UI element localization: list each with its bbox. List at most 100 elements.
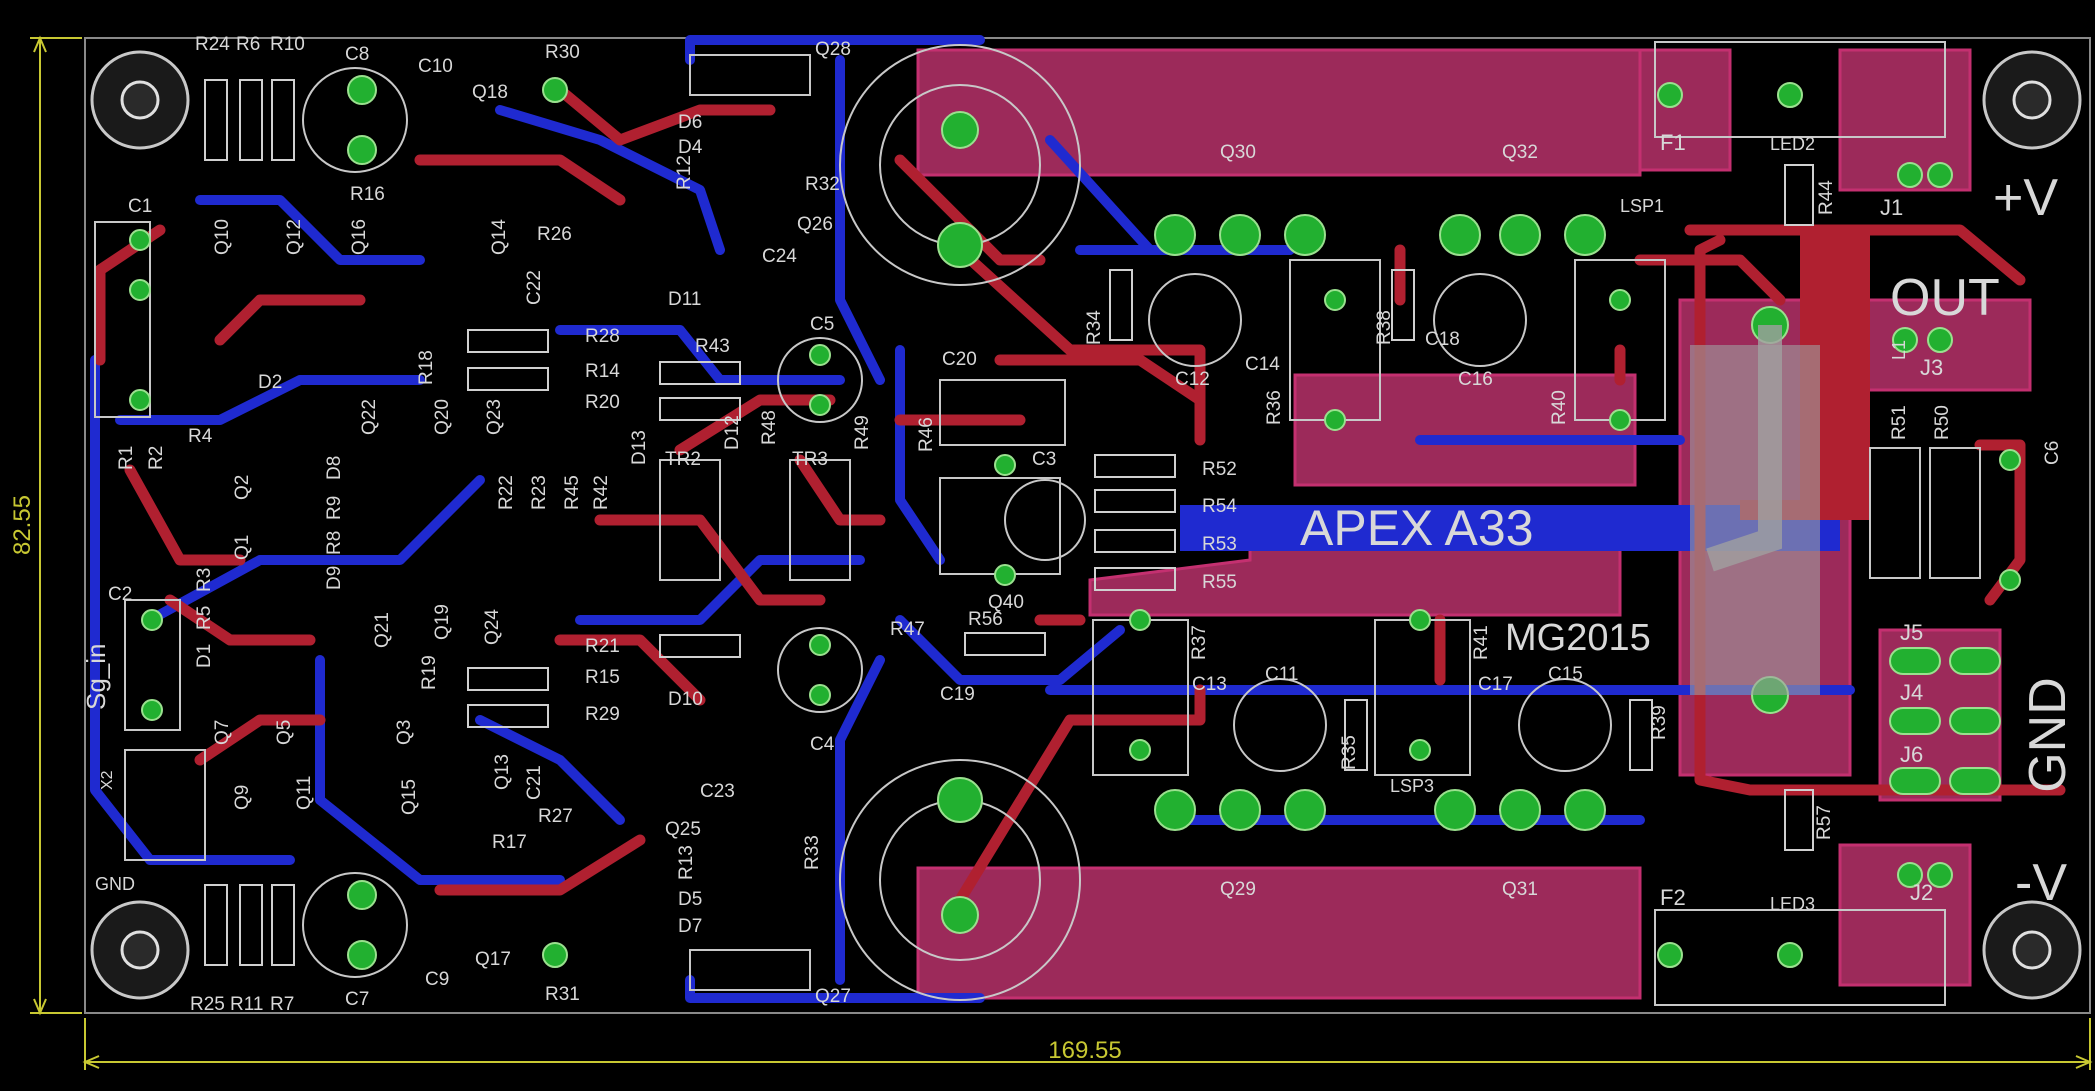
part-label-r6: R6 bbox=[236, 34, 260, 55]
edge-connector-pads bbox=[1889, 647, 2001, 795]
part-label-r35: R35 bbox=[1339, 735, 1360, 770]
part-label-r3: R3 bbox=[194, 568, 215, 592]
part-label-d8: D8 bbox=[324, 456, 345, 480]
part-label-r19: R19 bbox=[419, 655, 440, 690]
part-label-r30: R30 bbox=[545, 42, 580, 63]
part-label-c22: C22 bbox=[524, 270, 545, 305]
part-label-r56: R56 bbox=[968, 609, 1003, 630]
part-label-r36: R36 bbox=[1264, 390, 1285, 425]
part-label-c16: C16 bbox=[1458, 369, 1493, 390]
part-label-r44: R44 bbox=[1816, 180, 1837, 215]
inductor-l1-label: L1 bbox=[1889, 340, 1909, 360]
part-label-q25: Q25 bbox=[665, 819, 701, 840]
part-label-c23: C23 bbox=[700, 781, 735, 802]
part-label-d12: D12 bbox=[722, 415, 743, 450]
part-label-q23: Q23 bbox=[484, 399, 505, 435]
part-label-r24: R24 bbox=[195, 34, 230, 55]
part-label-r45: R45 bbox=[562, 475, 583, 510]
part-label-q27: Q27 bbox=[815, 986, 851, 1007]
part-label-q26: Q26 bbox=[797, 214, 833, 235]
connector-x2-label: X2 bbox=[99, 770, 116, 790]
part-label-c5: C5 bbox=[810, 314, 834, 335]
connector-out-label: OUT bbox=[1890, 269, 2000, 327]
part-label-r31: R31 bbox=[545, 984, 580, 1005]
inductor-l1 bbox=[1690, 325, 1820, 695]
part-label-tr3: TR3 bbox=[792, 449, 828, 470]
part-label-r12: R12 bbox=[674, 155, 695, 190]
input-gnd-label: GND bbox=[95, 874, 135, 894]
part-label-r54: R54 bbox=[1202, 496, 1237, 517]
part-label-c19: C19 bbox=[940, 684, 975, 705]
part-label-r15: R15 bbox=[585, 667, 620, 688]
part-label-d7: D7 bbox=[678, 916, 702, 937]
part-label-r14: R14 bbox=[585, 361, 620, 382]
part-label-d10: D10 bbox=[668, 689, 703, 710]
mounting-holes bbox=[90, 50, 2082, 1000]
part-label-c4: C4 bbox=[810, 734, 835, 755]
connector-gnd-label: GND bbox=[2019, 677, 2077, 793]
dimension-lines bbox=[30, 35, 2093, 1070]
connector-j5-label: J5 bbox=[1900, 620, 1923, 645]
part-label-d9: D9 bbox=[324, 566, 345, 590]
part-label-r50: R50 bbox=[1932, 405, 1953, 440]
part-label-r46: R46 bbox=[916, 417, 937, 452]
part-label-r38: R38 bbox=[1374, 310, 1395, 345]
part-label-r29: R29 bbox=[585, 704, 620, 725]
part-label-q22: Q22 bbox=[359, 399, 380, 435]
part-label-r16: R16 bbox=[350, 184, 385, 205]
part-label-r11: R11 bbox=[230, 994, 263, 1015]
part-label-q24: Q24 bbox=[482, 609, 503, 645]
part-label-c17: C17 bbox=[1478, 674, 1513, 695]
part-label-r41: R41 bbox=[1471, 625, 1492, 660]
part-label-r13: R13 bbox=[676, 845, 697, 880]
part-label-c7: C7 bbox=[345, 989, 369, 1010]
part-label-q18: Q18 bbox=[472, 82, 508, 103]
board-title: APEX A33 bbox=[1300, 500, 1534, 556]
part-label-r10: R10 bbox=[270, 34, 305, 55]
part-label-c20: C20 bbox=[942, 349, 977, 370]
part-label-r4: R4 bbox=[188, 426, 213, 447]
part-label-d5: D5 bbox=[678, 889, 702, 910]
part-label-q21: Q21 bbox=[372, 612, 393, 648]
part-label-r47: R47 bbox=[890, 619, 925, 640]
part-label-q29: Q29 bbox=[1220, 879, 1256, 900]
part-label-c12: C12 bbox=[1175, 369, 1210, 390]
fuse-f1-label: F1 bbox=[1660, 130, 1686, 155]
part-label-r55: R55 bbox=[1202, 572, 1237, 593]
part-label-r51: R51 bbox=[1889, 405, 1910, 440]
part-label-r9: R9 bbox=[324, 496, 345, 520]
led2-label: LED2 bbox=[1770, 134, 1815, 154]
part-label-d13: D13 bbox=[629, 430, 650, 465]
part-label-q10: Q10 bbox=[212, 219, 233, 255]
part-label-r25: R25 bbox=[190, 994, 225, 1015]
part-label-q15: Q15 bbox=[399, 779, 420, 815]
part-label-r28: R28 bbox=[585, 326, 620, 347]
part-label-r17: R17 bbox=[492, 832, 527, 853]
part-label-q31: Q31 bbox=[1502, 879, 1538, 900]
part-label-r57: R57 bbox=[1814, 805, 1835, 840]
part-label-d6: D6 bbox=[678, 112, 702, 133]
part-label-q28: Q28 bbox=[815, 39, 851, 60]
part-label-q19: Q19 bbox=[432, 604, 453, 640]
board-subtitle: MG2015 bbox=[1505, 617, 1651, 659]
connector-j4-label: J4 bbox=[1900, 680, 1923, 705]
part-label-r27: R27 bbox=[538, 806, 573, 827]
part-label-q20: Q20 bbox=[432, 399, 453, 435]
board-outline bbox=[84, 37, 2091, 1014]
part-label-c9: C9 bbox=[425, 969, 449, 990]
part-label-r7: R7 bbox=[270, 994, 294, 1015]
part-label-q17: Q17 bbox=[475, 949, 511, 970]
part-label-c3: C3 bbox=[1032, 449, 1056, 470]
part-label-r40: R40 bbox=[1549, 390, 1570, 425]
part-label-r43: R43 bbox=[695, 336, 730, 357]
part-label-r33: R33 bbox=[802, 835, 823, 870]
part-label-r18: R18 bbox=[416, 350, 437, 385]
part-label-r48: R48 bbox=[759, 410, 780, 445]
part-label-c15: C15 bbox=[1548, 664, 1583, 685]
part-label-tr2: TR2 bbox=[665, 449, 701, 470]
part-label-r2: R2 bbox=[146, 446, 167, 470]
part-label-c24: C24 bbox=[762, 246, 797, 267]
part-label-q1: Q1 bbox=[232, 535, 253, 560]
part-label-q13: Q13 bbox=[492, 754, 513, 790]
